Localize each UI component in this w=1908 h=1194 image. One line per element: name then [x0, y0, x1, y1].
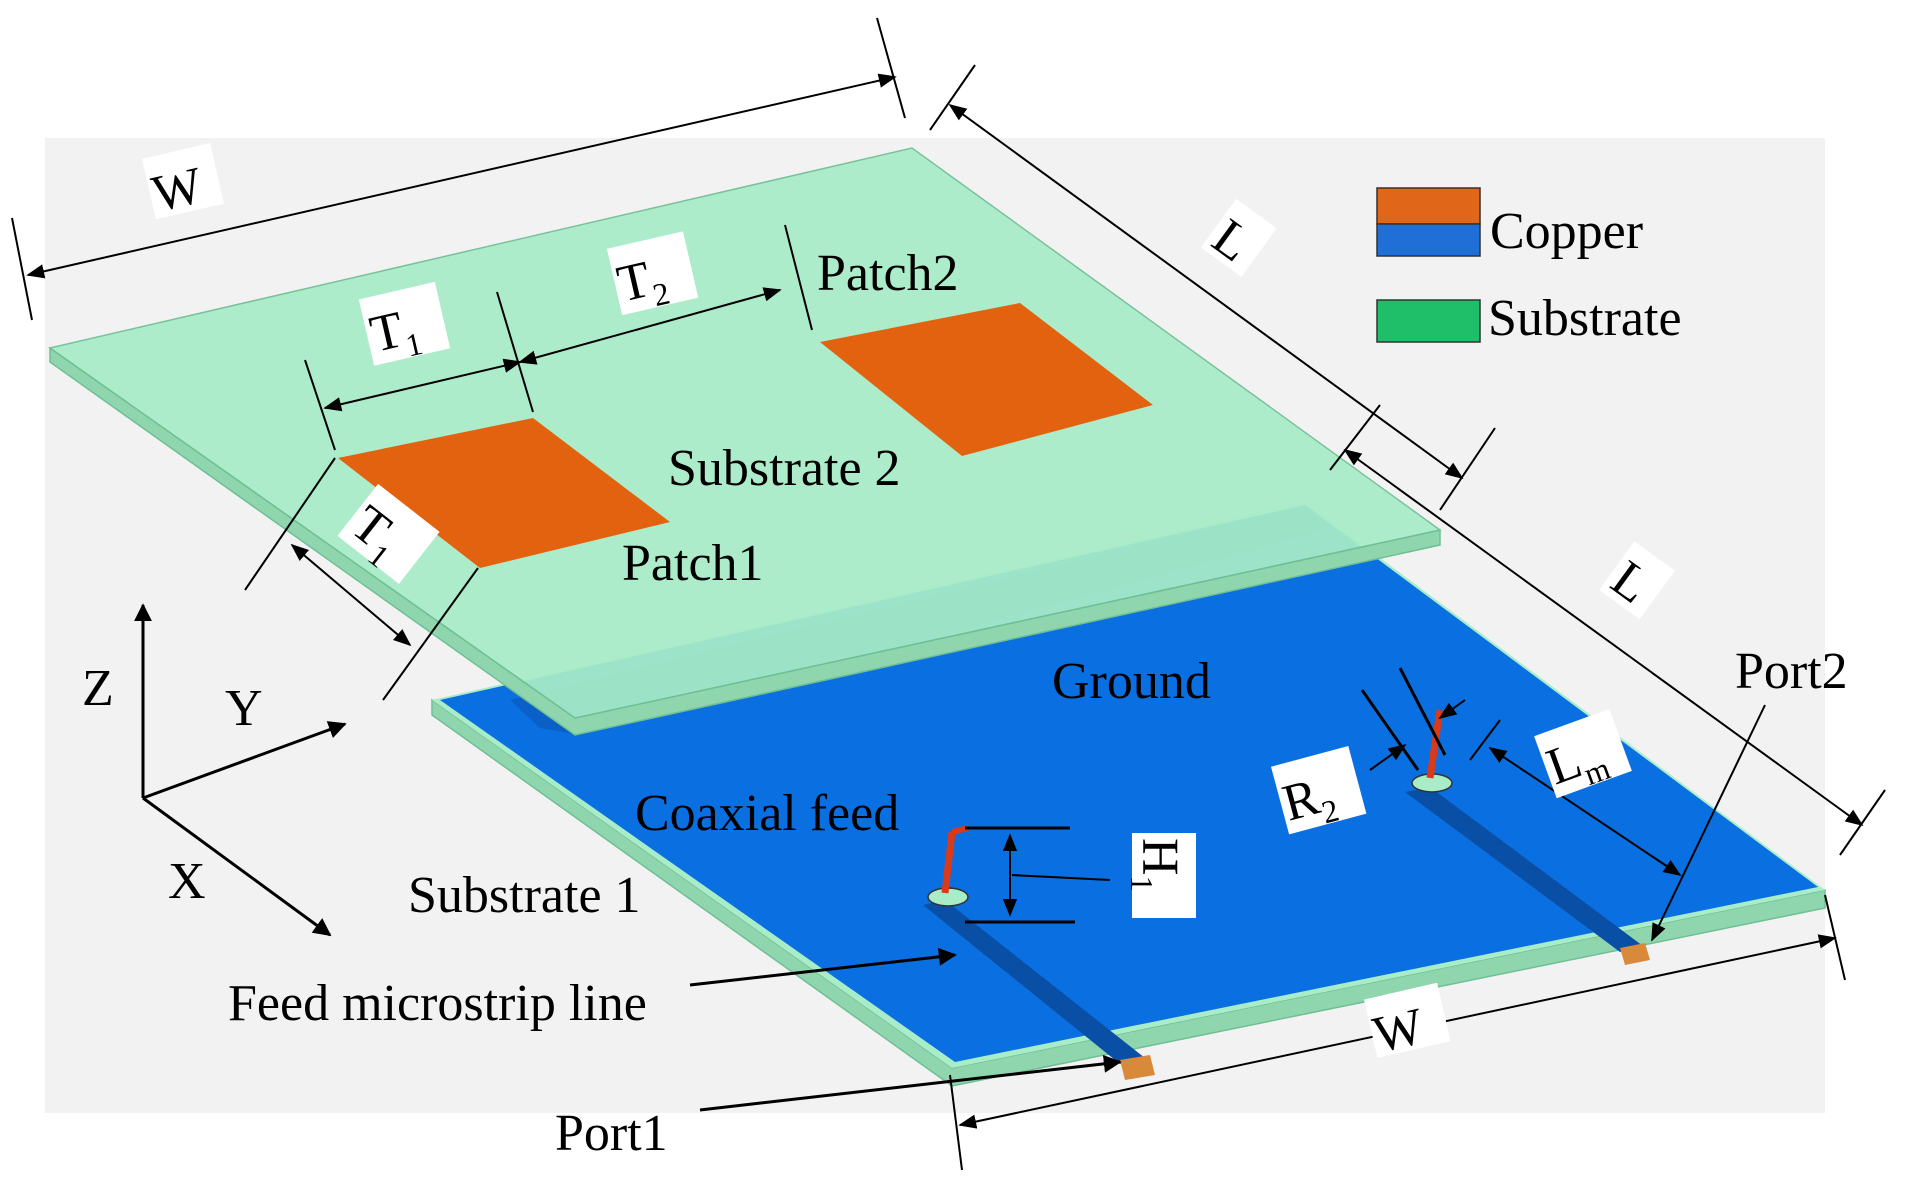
t1-top-dim-line: [323, 358, 522, 412]
t2-ext-right: [784, 224, 813, 331]
axis-y-line: [142, 721, 347, 800]
port1-label: Port1: [555, 1105, 668, 1162]
t1-side-ext-top: [244, 457, 336, 591]
r2-ext-1: [1360, 689, 1420, 771]
feed-pin-1: [941, 831, 956, 894]
legend-substrate-label: Substrate: [1488, 290, 1682, 347]
port2-leader: [1651, 704, 1766, 942]
r2-leader-top: [1438, 699, 1466, 720]
w-top-ext-right: [876, 17, 906, 119]
axis-y-label: Y: [225, 680, 263, 737]
r2-ext-2: [1398, 667, 1447, 756]
axis-x-label: X: [168, 853, 206, 910]
ground-label: Ground: [1052, 653, 1211, 710]
w-top-dim-line: [26, 73, 897, 279]
l-top-dim-line: [948, 103, 1464, 480]
w-bottom-ext-left: [949, 1074, 963, 1171]
t2-dim-line: [518, 287, 782, 365]
feed-line-leader: [689, 947, 957, 987]
legend-copper-swatch-top: [1376, 187, 1481, 225]
l-top-ext-top: [929, 64, 976, 131]
lm-ext-top: [1469, 719, 1501, 761]
lm-dim-line: [1488, 746, 1682, 877]
h1-leader: [1011, 874, 1111, 881]
coordinate-axes: Z Y X: [82, 603, 347, 937]
patch-1: [338, 418, 670, 568]
t1-top-ext-left: [304, 359, 336, 451]
r2-leader: [1369, 743, 1407, 771]
t1-side-ext-bottom: [382, 567, 479, 701]
t1-side-dim-line: [290, 543, 412, 647]
substrate-1-label: Substrate 1: [408, 867, 641, 924]
coaxial-feed-label: Coaxial feed: [635, 785, 899, 842]
axis-z-label: Z: [82, 660, 114, 717]
feed-microstrip-line-label: Feed microstrip line: [228, 975, 647, 1032]
l-bottom-ext-bottom: [1839, 789, 1886, 856]
w-bottom-ext-right: [1824, 894, 1846, 981]
substrate-2-label: Substrate 2: [668, 440, 901, 497]
patch2-label: Patch2: [817, 245, 959, 302]
patch1-label: Patch1: [622, 535, 764, 592]
legend: Copper Substrate: [1376, 187, 1682, 347]
port1-leader: [699, 1054, 1122, 1112]
w-top-ext-left: [11, 217, 33, 321]
l-bottom-dim-line: [1343, 448, 1864, 827]
t1-top-ext-right: [496, 291, 534, 413]
legend-copper-label: Copper: [1490, 203, 1643, 260]
port2-label: Port2: [1735, 643, 1848, 700]
h1-label: H1: [1124, 838, 1188, 892]
legend-copper-swatch-bottom: [1376, 223, 1481, 257]
axis-x-line: [142, 796, 332, 937]
legend-substrate-swatch: [1376, 299, 1481, 343]
l-bottom-ext-top: [1329, 404, 1381, 471]
